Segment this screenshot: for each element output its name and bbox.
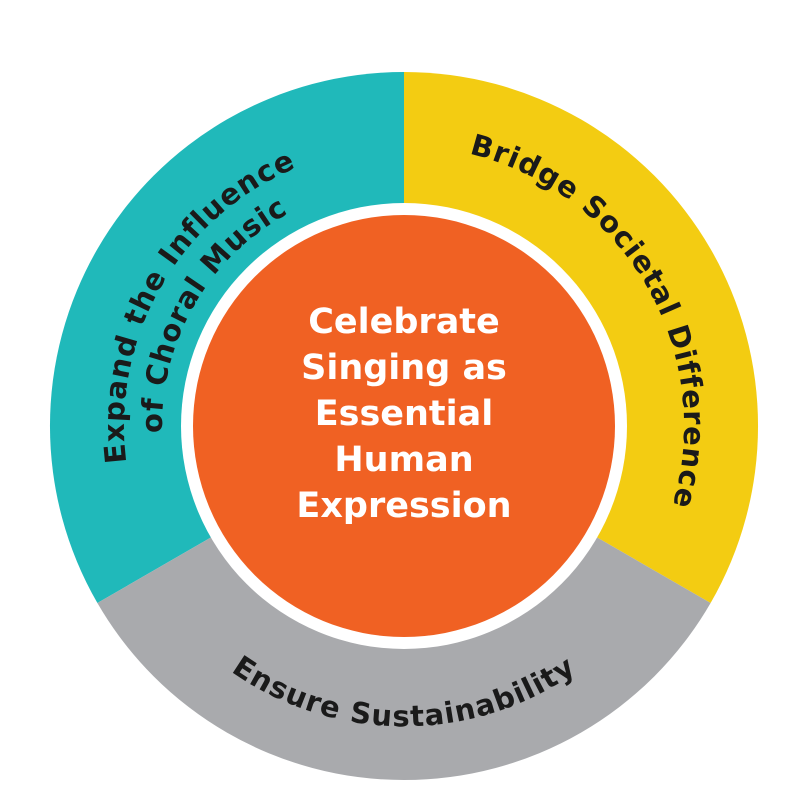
center-line-5: Expression xyxy=(296,486,511,526)
center-line-4: Human xyxy=(334,440,473,480)
center-line-3: Essential xyxy=(315,394,494,434)
center-circle xyxy=(193,215,615,637)
center-line-2: Singing as xyxy=(301,348,507,388)
center-line-1: Celebrate xyxy=(308,302,500,342)
